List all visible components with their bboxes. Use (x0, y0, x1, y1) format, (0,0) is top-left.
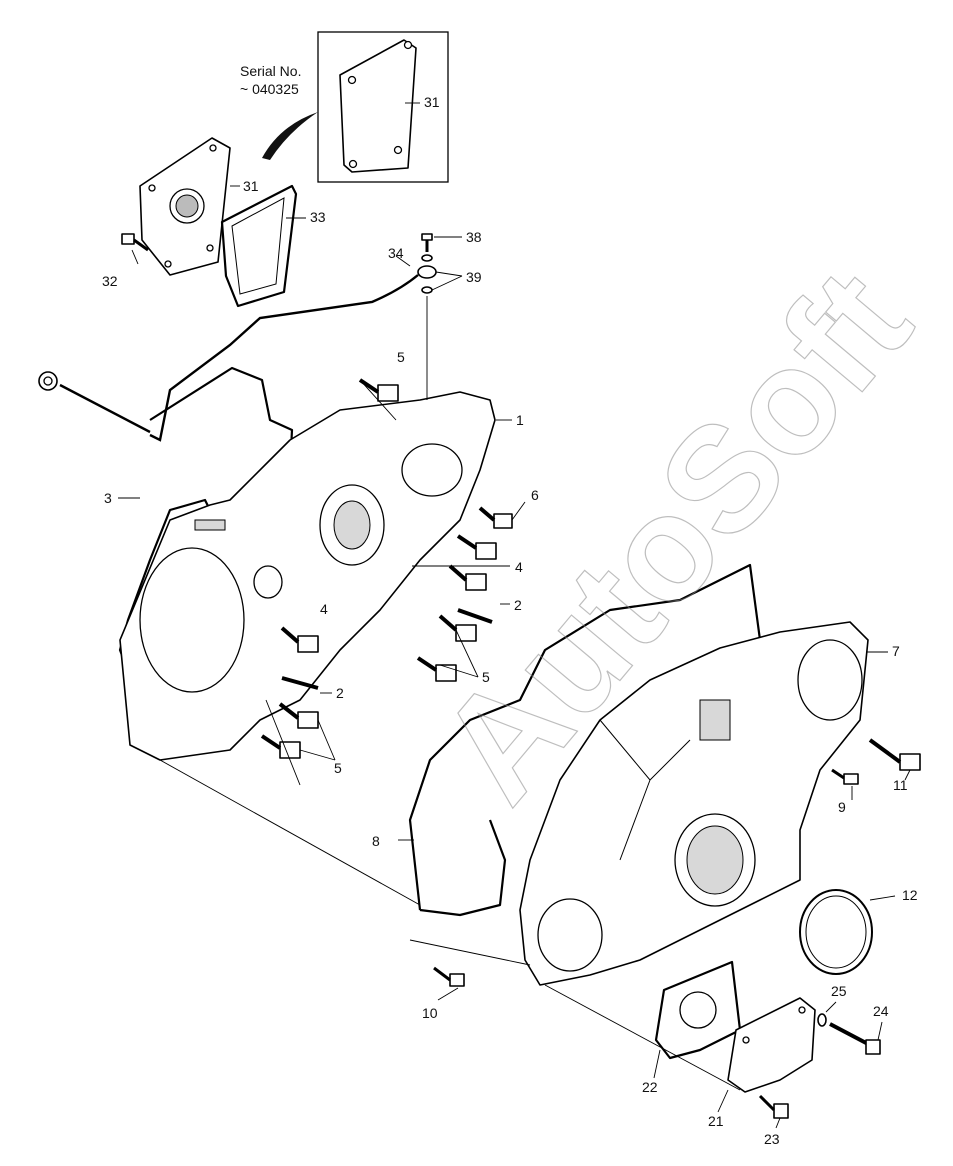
bolt-11 (868, 738, 921, 771)
callout-5: 5 (334, 760, 342, 776)
callout-31: 31 (243, 178, 259, 194)
gasket-22 (654, 960, 742, 1060)
callout-8: 8 (372, 833, 380, 849)
front-cover-31 (139, 137, 231, 276)
callout-34: 34 (388, 245, 404, 261)
bolt-23 (758, 1094, 789, 1119)
serial-range-note: ~ 040325 (240, 81, 299, 97)
callout-33: 33 (310, 209, 326, 225)
callout-24: 24 (873, 1003, 889, 1019)
callout-9: 9 (838, 799, 846, 815)
callout-2: 2 (514, 597, 522, 613)
inset-variant-box (317, 31, 449, 183)
callout-10: 10 (422, 1005, 438, 1021)
dowel-pin-2a (281, 676, 319, 690)
callout-4: 4 (320, 601, 328, 617)
callout-labels: 1 2 2 3 4 4 5 5 5 6 7 8 9 10 11 12 21 22… (102, 94, 918, 1147)
inset-pointer-arrow (262, 112, 318, 160)
callout-12: 12 (902, 887, 918, 903)
washer-25 (817, 1013, 827, 1027)
oil-pipe-34 (149, 274, 419, 442)
bolt-10 (433, 966, 465, 987)
bolt-32 (121, 233, 149, 252)
callout-5: 5 (482, 669, 490, 685)
callout-23: 23 (764, 1131, 780, 1147)
callout-1: 1 (516, 412, 524, 428)
serial-no-note: Serial No. (240, 63, 301, 79)
callout-4: 4 (515, 559, 523, 575)
bolt-38 (421, 233, 433, 252)
gasket-8 (408, 563, 762, 917)
callout-38: 38 (466, 229, 482, 245)
callout-3: 3 (104, 490, 112, 506)
callout-22: 22 (642, 1079, 658, 1095)
callout-11: 11 (893, 777, 908, 793)
leader-lines (118, 185, 911, 1129)
callout-31: 31 (424, 94, 440, 110)
callout-39: 39 (466, 269, 482, 285)
cover-21 (727, 997, 816, 1093)
gear-housing-1 (119, 391, 496, 761)
callout-2: 2 (336, 685, 344, 701)
callout-25: 25 (831, 983, 847, 999)
cover-gasket-33 (220, 184, 298, 308)
dowel-pin-2b (457, 608, 493, 624)
callout-5: 5 (397, 349, 405, 365)
bolt-24 (829, 1022, 881, 1055)
washers-39 (417, 254, 437, 294)
front-timing-cover-7 (519, 621, 869, 986)
housing-bolts (260, 378, 513, 759)
callout-6: 6 (531, 487, 539, 503)
callout-32: 32 (102, 273, 118, 289)
callout-7: 7 (892, 643, 900, 659)
bolt-9 (831, 768, 859, 785)
seal-ring-12 (799, 889, 873, 975)
callout-21: 21 (708, 1113, 724, 1129)
